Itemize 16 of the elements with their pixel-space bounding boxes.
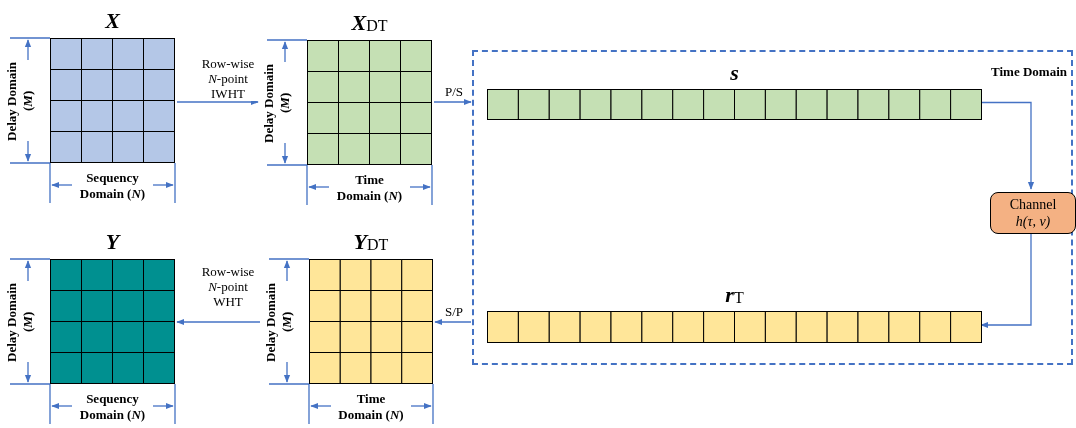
arrow bbox=[433, 98, 472, 106]
formula-text: h(τ, ν) bbox=[1015, 213, 1051, 230]
group-title: Time Domain bbox=[991, 64, 1067, 80]
axis-label: Sequency Domain (N) bbox=[78, 170, 147, 202]
matrix-label: s bbox=[729, 60, 740, 86]
matrix-label: Y bbox=[104, 229, 122, 255]
process-box bbox=[990, 192, 1076, 234]
box-title: Channel bbox=[1009, 196, 1057, 213]
arrow bbox=[434, 318, 472, 326]
arrow bbox=[176, 98, 259, 106]
arrow bbox=[176, 318, 261, 326]
matrix-label: X bbox=[103, 8, 122, 34]
axis-label: Time Domain (N) bbox=[337, 391, 405, 423]
axis-label: Time Domain (N) bbox=[335, 172, 404, 204]
dashed-group-box bbox=[472, 50, 1073, 365]
axis-label: Sequency Domain (N) bbox=[78, 391, 147, 423]
